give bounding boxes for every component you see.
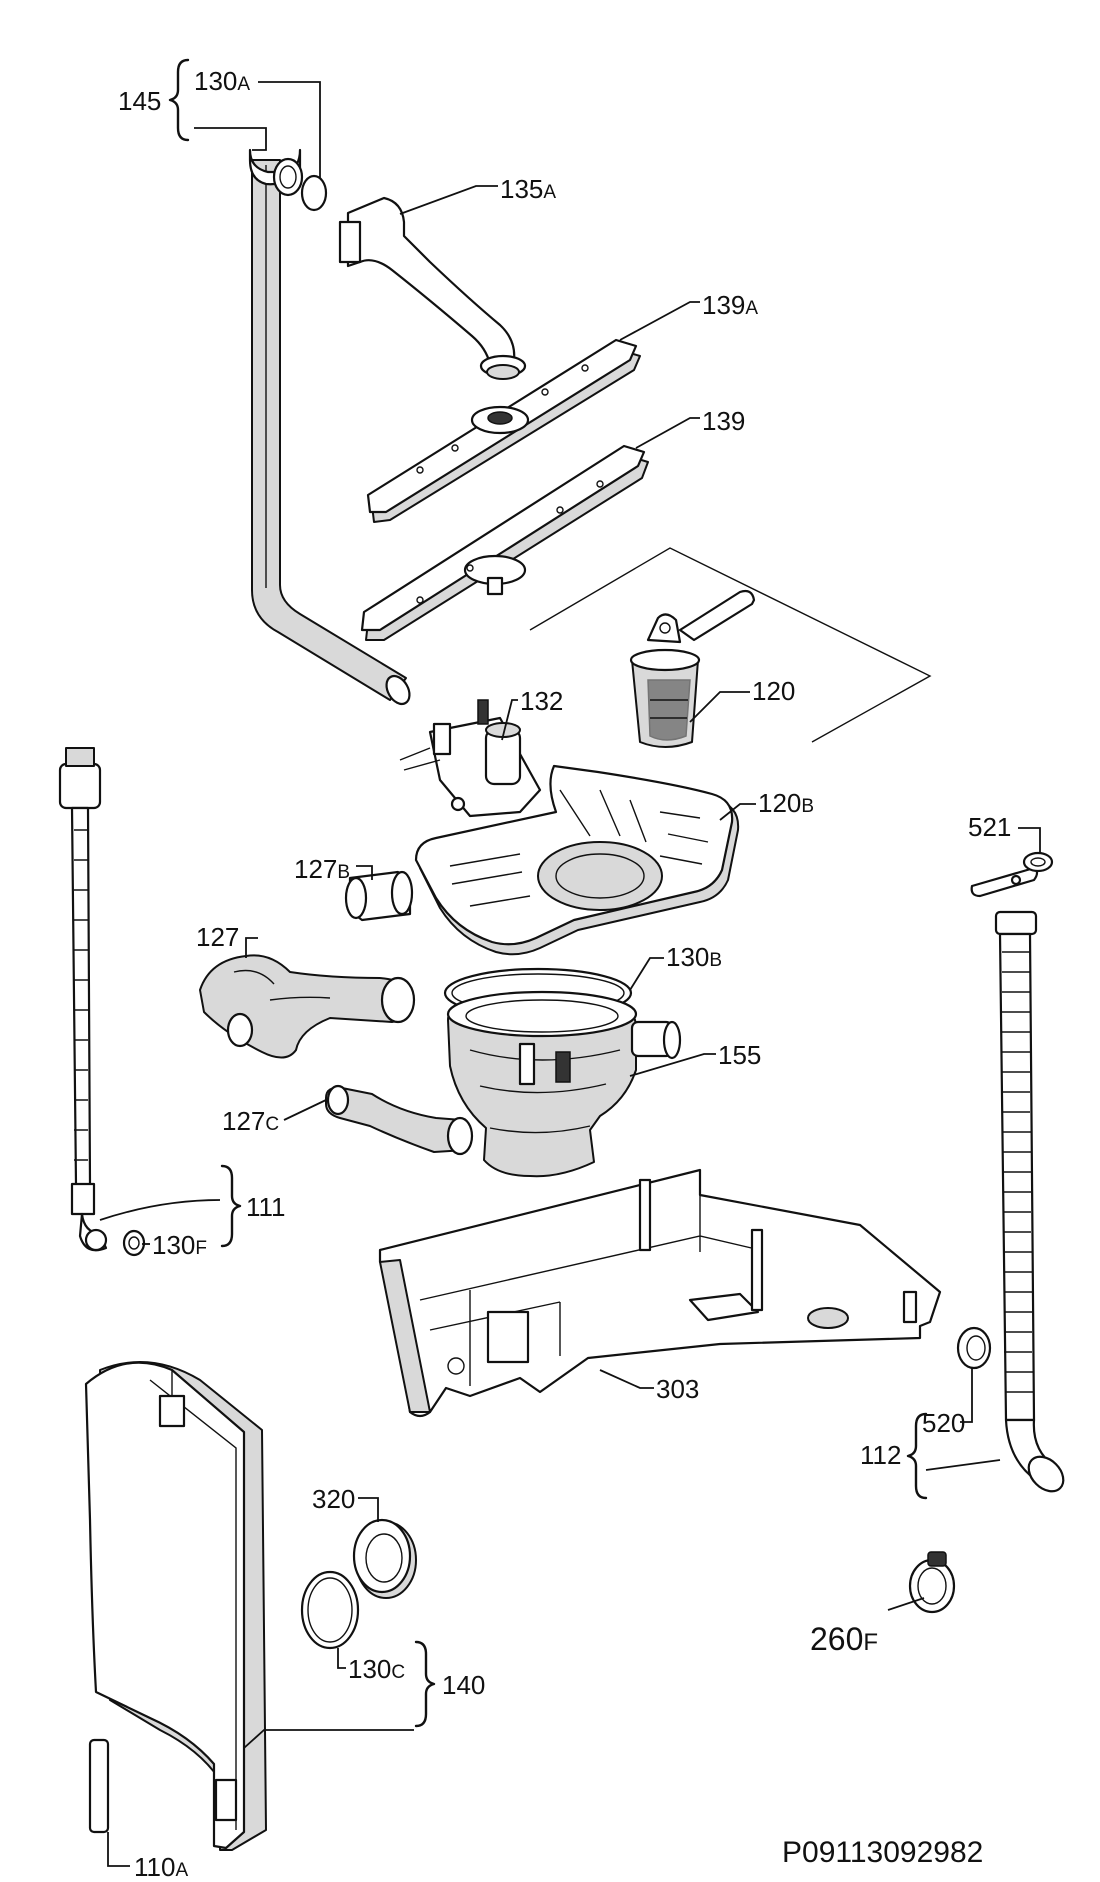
label-130a: 130A	[194, 66, 250, 96]
valve-assembly-132[interactable]	[399, 699, 542, 818]
label-127: 127	[196, 922, 239, 952]
label-120: 120	[752, 676, 795, 706]
hose-clamp-260f[interactable]	[908, 1551, 956, 1614]
label-130b: 130B	[666, 942, 722, 972]
lower-spray-arm-139[interactable]	[360, 444, 649, 641]
drawing-code: P09113092982	[782, 1836, 983, 1869]
inlet-hose-111[interactable]	[58, 747, 108, 1252]
part-labels: 145 130A 135A 139A 139 120 132 120B 521 …	[118, 66, 1011, 1882]
label-520: 520	[922, 1408, 965, 1438]
micro-filter-120[interactable]	[629, 589, 756, 748]
label-135a: 135A	[500, 174, 556, 204]
label-320: 320	[312, 1484, 355, 1514]
label-132: 132	[520, 686, 563, 716]
braces	[168, 58, 928, 1728]
leader-lines	[99, 81, 1041, 1867]
label-112: 112	[860, 1440, 901, 1470]
hose-127b[interactable]	[344, 870, 414, 922]
label-303: 303	[656, 1374, 699, 1404]
label-127b: 127B	[294, 854, 350, 884]
arm-feed-pipe-135a[interactable]	[338, 196, 527, 380]
clip-521[interactable]	[970, 851, 1054, 898]
hose-127[interactable]	[199, 954, 416, 1059]
base-frame-303[interactable]	[378, 1168, 942, 1418]
label-127c: 127C	[222, 1106, 279, 1136]
upper-spray-arm-139a[interactable]	[366, 338, 641, 523]
label-130c: 130C	[348, 1654, 405, 1684]
label-521: 521	[968, 812, 1011, 842]
label-140: 140	[442, 1670, 485, 1700]
label-145: 145	[118, 86, 161, 116]
drain-hose-112[interactable]	[994, 910, 1070, 1498]
label-139a: 139A	[702, 290, 758, 320]
label-120b: 120B	[758, 788, 814, 818]
o-ring-130a[interactable]	[300, 174, 328, 212]
seal-520[interactable]	[956, 1326, 992, 1370]
label-155: 155	[718, 1040, 761, 1070]
reference-lines	[529, 547, 932, 743]
label-130f: 130F	[152, 1230, 207, 1260]
supply-pipe-145[interactable]	[248, 148, 414, 708]
label-139: 139	[702, 406, 745, 436]
hose-127c[interactable]	[325, 1084, 474, 1156]
filter-plate-120b[interactable]	[414, 764, 740, 956]
seal-320[interactable]	[352, 1518, 417, 1599]
gasket-130f[interactable]	[122, 1229, 146, 1257]
label-111: 111	[246, 1192, 286, 1222]
softener-tank-140[interactable]	[84, 1361, 267, 1851]
label-260f: 260F	[810, 1621, 878, 1657]
label-110a: 110A	[134, 1852, 188, 1882]
sump-155[interactable]	[446, 990, 682, 1178]
gasket-130c[interactable]	[300, 1570, 360, 1650]
